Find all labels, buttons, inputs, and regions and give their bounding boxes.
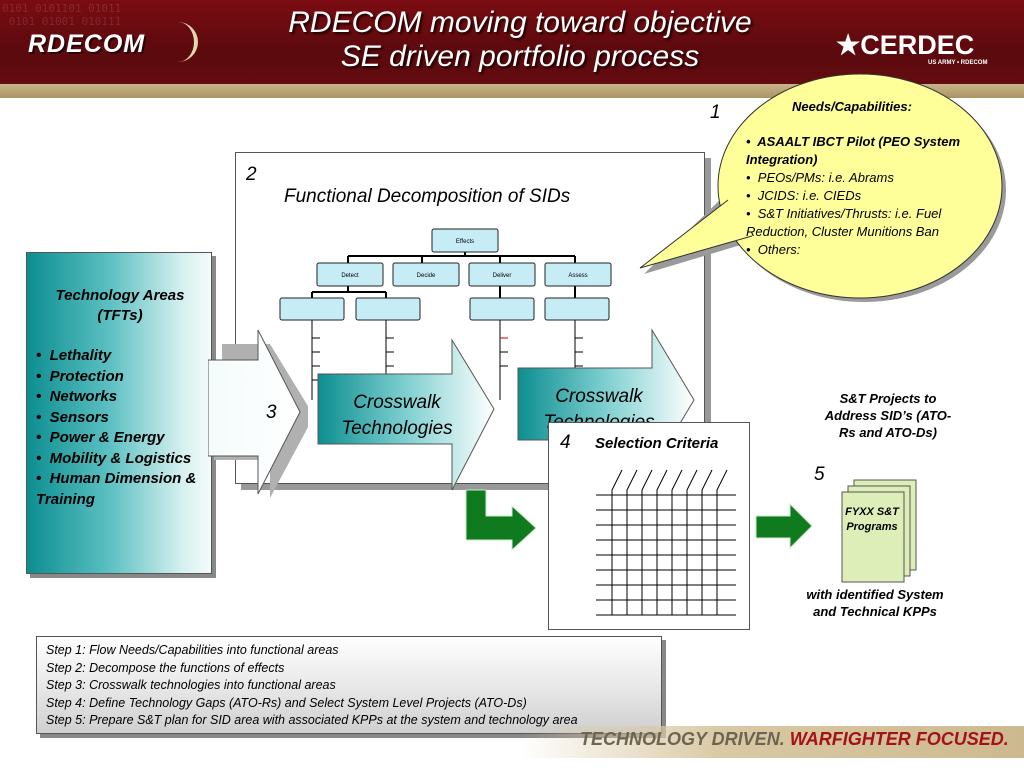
step-number-2: 2 — [246, 164, 257, 185]
cerdec-logo-subtitle: US ARMY • RDECOM — [928, 60, 988, 66]
steps-list: Step 1: Flow Needs/Capabilities into fun… — [46, 642, 658, 730]
step-line: Step 2: Decompose the functions of effec… — [46, 660, 285, 675]
technology-areas-list: • Lethality • Protection • Networks • Se… — [36, 346, 212, 510]
binary-pattern-decoration: 0101 0101101 01011 0101 01001 010111 — [2, 2, 122, 28]
tagline-warfighter-focused: WARFIGHTER FOCUSED. — [789, 729, 1009, 749]
tree-node-effects — [431, 228, 499, 253]
tft-item: • Sensors — [36, 408, 109, 426]
step-line: Step 3: Crosswalk technologies into func… — [46, 678, 336, 692]
title-line-2: SE driven portfolio process — [340, 40, 700, 73]
needs-item: • PEOs/PMs: i.e. Abrams — [746, 170, 894, 185]
step-number-3: 3 — [266, 402, 277, 423]
tree-subnode — [355, 297, 421, 321]
footer-band — [520, 726, 1024, 758]
kpps-caption: with identified System and Technical KPP… — [806, 587, 944, 619]
tree-node-decide — [392, 262, 460, 287]
tree-subnode — [469, 297, 535, 321]
tagline-technology-driven: TECHNOLOGY DRIVEN. — [580, 729, 785, 749]
tree-node-detect — [316, 262, 384, 287]
step-line: Step 1: Flow Needs/Capabilities into fun… — [46, 643, 339, 657]
step-line: Step 4: Define Technology Gaps (ATO-Rs) … — [46, 695, 527, 710]
tft-item: • Networks — [36, 388, 118, 405]
technology-areas-box — [26, 252, 212, 574]
tft-flow-arrow — [208, 330, 308, 498]
tree-node-assess — [544, 262, 612, 287]
title-line-1: RDECOM moving toward objective — [288, 6, 752, 39]
rdecom-swoosh-icon — [150, 22, 198, 62]
selection-criteria-box — [548, 422, 750, 630]
needs-item: • JCIDS: i.e. CIEDs — [746, 188, 862, 203]
needs-capabilities-text: Needs/Capabilities: • ASAALT IBCT Pilot … — [746, 98, 968, 259]
needs-item: • ASAALT IBCT Pilot (PEO System Integrat… — [746, 134, 961, 167]
needs-item: • Others: — [746, 242, 801, 257]
tft-item: • Protection — [36, 367, 124, 385]
rdecom-logo: RDECOM — [28, 30, 146, 58]
tree-subnode — [544, 297, 610, 321]
tree-label-assess: Assess — [568, 273, 587, 279]
tree-label-deliver: Deliver — [493, 273, 512, 279]
step-number-5: 5 — [814, 464, 825, 485]
tft-item: • Lethality — [36, 347, 112, 364]
technology-areas-title: Technology Areas (TFTs) — [55, 287, 185, 324]
programs-label: FYXX S&T Programs — [845, 506, 899, 533]
crosswalk-label-a: Crosswalk Technologies — [341, 392, 453, 439]
tree-subnode — [279, 297, 345, 321]
selection-criteria-title: Selection Criteria — [595, 435, 719, 452]
cerdec-logo: ★CERDEC — [836, 30, 975, 60]
tft-item: • Mobility & Logistics — [36, 449, 192, 467]
step-number-1: 1 — [710, 102, 721, 123]
green-arrow-to-programs — [755, 502, 813, 550]
tft-item: • Power & Energy — [36, 429, 165, 446]
needs-item: • S&T Initiatives/Thrusts: i.e. Fuel Red… — [746, 206, 942, 239]
steps-box — [36, 636, 662, 734]
header-gold-band — [0, 84, 1024, 98]
decomposition-title: Functional Decomposition of SIDs — [284, 186, 571, 207]
tree-label-detect: Detect — [341, 273, 359, 279]
st-projects-heading: S&T Projects to Address SID’s (ATO-Rs an… — [824, 391, 952, 440]
footer-tagline: TECHNOLOGY DRIVEN. WARFIGHTER FOCUSED. — [580, 729, 1009, 750]
crosswalk-arrow-a — [317, 338, 495, 491]
slide-title: RDECOM moving toward objective SE driven… — [200, 6, 840, 74]
green-arrow-to-selection — [465, 489, 537, 552]
needs-title: Needs/Capabilities: — [792, 99, 912, 114]
tree-label-root: Effects — [456, 239, 474, 245]
step-number-4: 4 — [560, 432, 571, 453]
tree-node-deliver — [468, 262, 536, 287]
tree-label-decide: Decide — [417, 273, 436, 279]
step-line: Step 5: Prepare S&T plan for SID area wi… — [46, 713, 578, 727]
tft-item: • Human Dimension & Training — [36, 470, 197, 508]
